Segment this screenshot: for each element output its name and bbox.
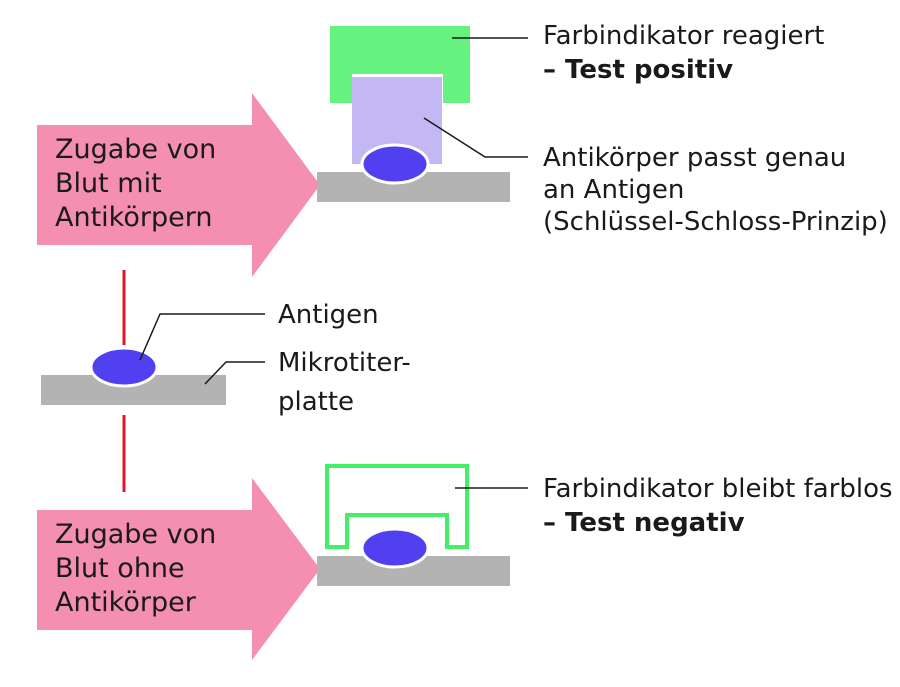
label-antibody-line-2: an Antigen <box>543 175 684 205</box>
label-plate-line-2: platte <box>278 387 354 417</box>
indicator-negative <box>325 464 469 549</box>
label-positive-line-2: – Test positiv <box>543 55 733 85</box>
arrow-top-line-3: Antikörpern <box>55 202 212 233</box>
arrow-bottom-line-3: Antikörper <box>55 587 197 618</box>
arrow-bottom-line-2: Blut ohne <box>55 553 185 584</box>
label-plate-line-1: Mikrotiter- <box>278 348 411 378</box>
leader-antigen <box>139 313 265 361</box>
negative-result <box>317 464 510 586</box>
arrow-bottom-shape <box>37 478 320 660</box>
antigen-middle <box>89 346 159 388</box>
label-negative-line-2: – Test negativ <box>543 508 745 538</box>
antigen-positive <box>360 143 430 185</box>
leader-lines <box>139 37 528 489</box>
antigen-negative <box>360 527 430 569</box>
label-antigen: Antigen <box>278 300 379 330</box>
label-antibody-line-3: (Schlüssel-Schloss-Prinzip) <box>543 207 888 237</box>
arrow-without-antibodies: Zugabe von Blut ohne Antikörper <box>37 478 320 660</box>
label-positive-line-1: Farbindikator reagiert <box>543 21 824 51</box>
label-negative-line-1: Farbindikator bleibt farblos <box>543 474 893 504</box>
arrow-top-line-2: Blut mit <box>55 168 162 199</box>
positive-result <box>317 26 510 202</box>
arrow-top-line-1: Zugabe von <box>55 134 216 165</box>
leader-antibody <box>423 117 528 158</box>
arrow-with-antibodies: Zugabe von Blut mit Antikörpern <box>37 93 320 277</box>
arrow-bottom-line-1: Zugabe von <box>55 519 216 550</box>
arrow-top-shape <box>37 93 320 277</box>
label-antibody-line-1: Antikörper passt genau <box>543 143 846 173</box>
leader-plate <box>204 361 265 385</box>
base-setup <box>41 346 226 405</box>
indicator-positive <box>330 26 470 103</box>
